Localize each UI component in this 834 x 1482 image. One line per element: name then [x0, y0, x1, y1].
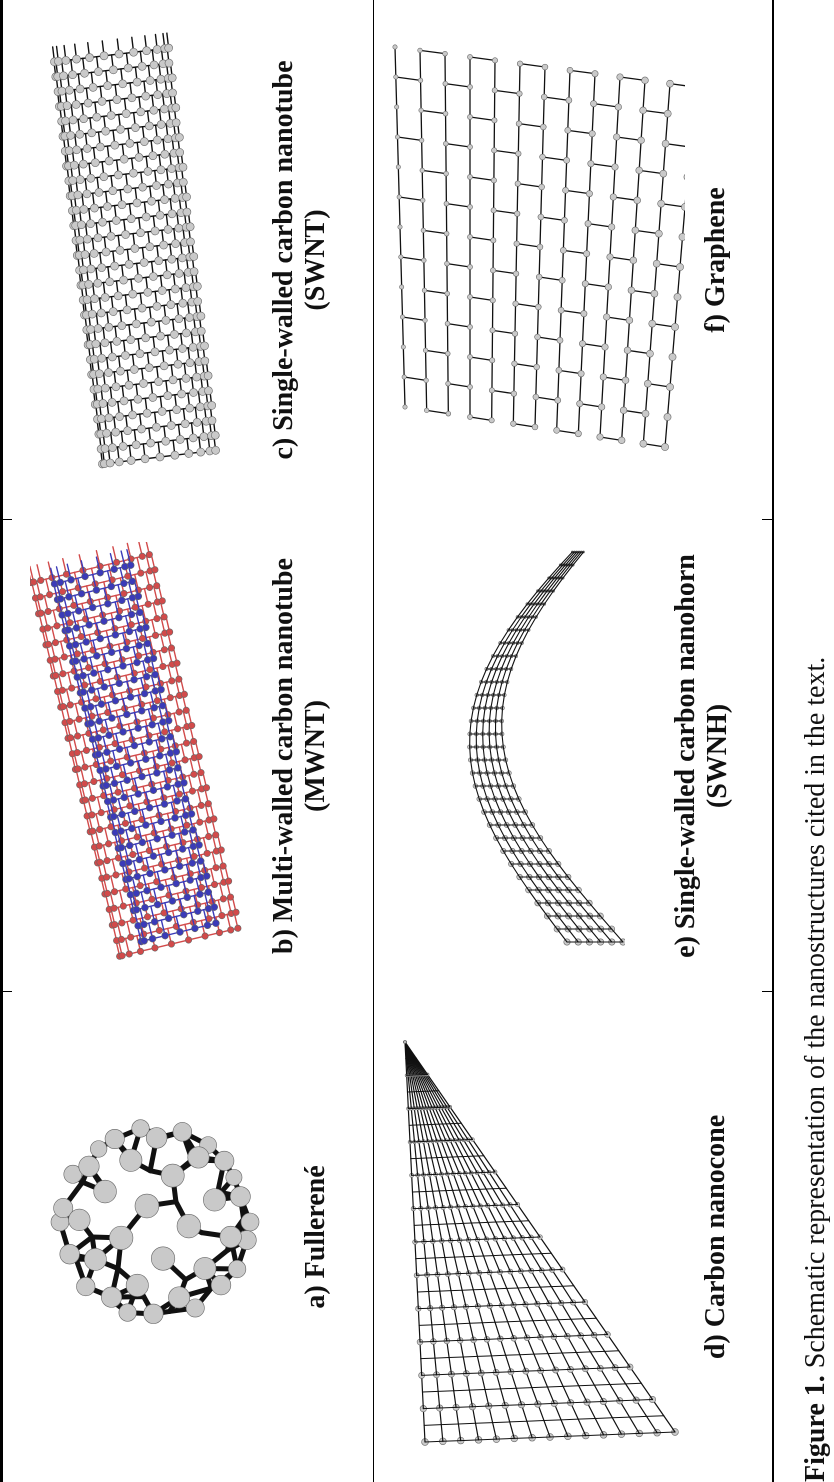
figure-caption-text: Schematic representation of the nanostru…: [800, 657, 831, 1375]
panel-e-label-line2: (SWNH): [702, 520, 734, 992]
swnt-image: [25, 22, 255, 482]
panel-c-label: c) Single-walled carbon nanotube: [268, 0, 300, 520]
row-divider: [373, 0, 374, 1482]
panel-a-label: a) Fullerené: [300, 992, 332, 1482]
column-tick-3: [762, 991, 772, 992]
mwnt-image: [30, 542, 250, 962]
column-tick-4: [762, 519, 772, 520]
panel-c-label-line2: (SWNT): [300, 0, 332, 520]
column-tick-2: [0, 519, 12, 520]
nanocone-image: [385, 1002, 685, 1462]
panel-b-label-line2: (MWNT): [300, 520, 332, 992]
nanohorn-image: [395, 532, 625, 962]
figure-caption-prefix: Figure 1.: [800, 1375, 831, 1482]
panel-f-label: f) Graphene: [700, 0, 732, 520]
panel-e-label: e) Single-walled carbon nanohorn: [670, 520, 702, 992]
fullerene-image: [40, 1107, 270, 1337]
panel-b-label: b) Multi-walled carbon nanotube: [268, 520, 300, 992]
column-tick-1: [0, 991, 12, 992]
top-rule: [0, 0, 3, 1482]
bottom-rule: [772, 0, 774, 1482]
figure-caption: Figure 1. Schematic representation of th…: [800, 0, 832, 1482]
graphene-image: [385, 27, 685, 477]
panel-d-label: d) Carbon nanocone: [700, 992, 732, 1482]
